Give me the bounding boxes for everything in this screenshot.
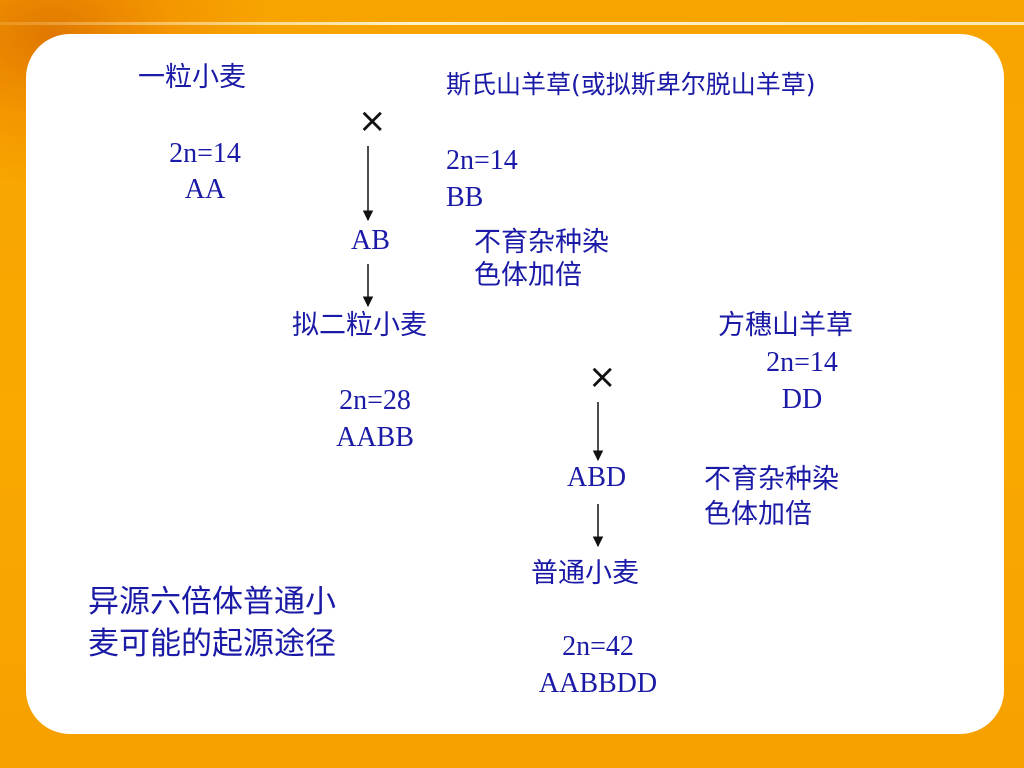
- parent-a-name: 一粒小麦: [138, 62, 246, 93]
- cross-symbol-2: ×: [588, 357, 617, 397]
- parent-d-genome: DD: [781, 384, 823, 415]
- parent-b-genome: BB: [446, 182, 484, 213]
- parent-d-name: 方穗山羊草: [718, 310, 853, 341]
- cross-symbol-1: ×: [358, 101, 387, 141]
- tetraploid-name: 拟二粒小麦: [292, 310, 427, 341]
- hybrid-1-note-line2: 色体加倍: [474, 260, 582, 291]
- hybrid-2-genome: ABD: [567, 462, 627, 493]
- parent-b-name: 斯氏山羊草(或拟斯卑尔脱山羊草): [446, 70, 816, 99]
- parent-a-genome: AA: [184, 174, 226, 205]
- hybrid-1-note-line1: 不育杂种染: [474, 227, 609, 258]
- tetraploid-chromosome: 2n=28: [339, 385, 411, 416]
- parent-d-chromosome: 2n=14: [766, 347, 838, 378]
- caption-line1: 异源六倍体普通小: [88, 584, 336, 620]
- hexaploid-name: 普通小麦: [531, 558, 639, 589]
- decorative-top-line: [0, 22, 1024, 25]
- tetraploid-genome: AABB: [336, 422, 414, 453]
- caption-line2: 麦可能的起源途径: [88, 626, 336, 662]
- parent-b-chromosome: 2n=14: [446, 145, 518, 176]
- slide-card: [26, 34, 1004, 734]
- hexaploid-genome: AABBDD: [538, 668, 658, 699]
- hybrid-1-genome: AB: [351, 225, 390, 256]
- hybrid-2-note-line2: 色体加倍: [704, 499, 812, 530]
- hybrid-2-note-line1: 不育杂种染: [704, 464, 839, 495]
- parent-a-chromosome: 2n=14: [169, 138, 241, 169]
- hexaploid-chromosome: 2n=42: [562, 631, 634, 662]
